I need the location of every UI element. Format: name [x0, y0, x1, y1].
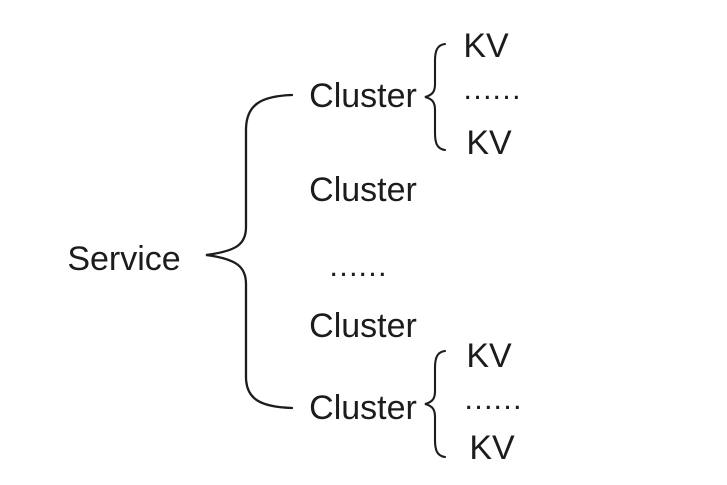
bottom-cluster-brace: [424, 349, 447, 459]
kv-top-2-label: KV: [466, 124, 512, 162]
kv-bottom-1-label: KV: [466, 337, 512, 375]
service-brace: [205, 93, 294, 410]
cluster-1-label: Cluster: [309, 77, 417, 115]
cluster-2-label: Cluster: [309, 171, 417, 209]
top-cluster-brace: [424, 42, 447, 152]
cluster-4-label: Cluster: [309, 389, 417, 427]
service-label: Service: [67, 240, 181, 278]
kv-top-1-label: KV: [463, 27, 509, 65]
kv-top-ellipsis: ……: [462, 71, 522, 106]
kv-bottom-ellipsis: ……: [463, 381, 523, 416]
cluster-3-label: Cluster: [309, 307, 417, 345]
kv-bottom-2-label: KV: [469, 429, 515, 467]
cluster-ellipsis: ……: [328, 248, 388, 283]
